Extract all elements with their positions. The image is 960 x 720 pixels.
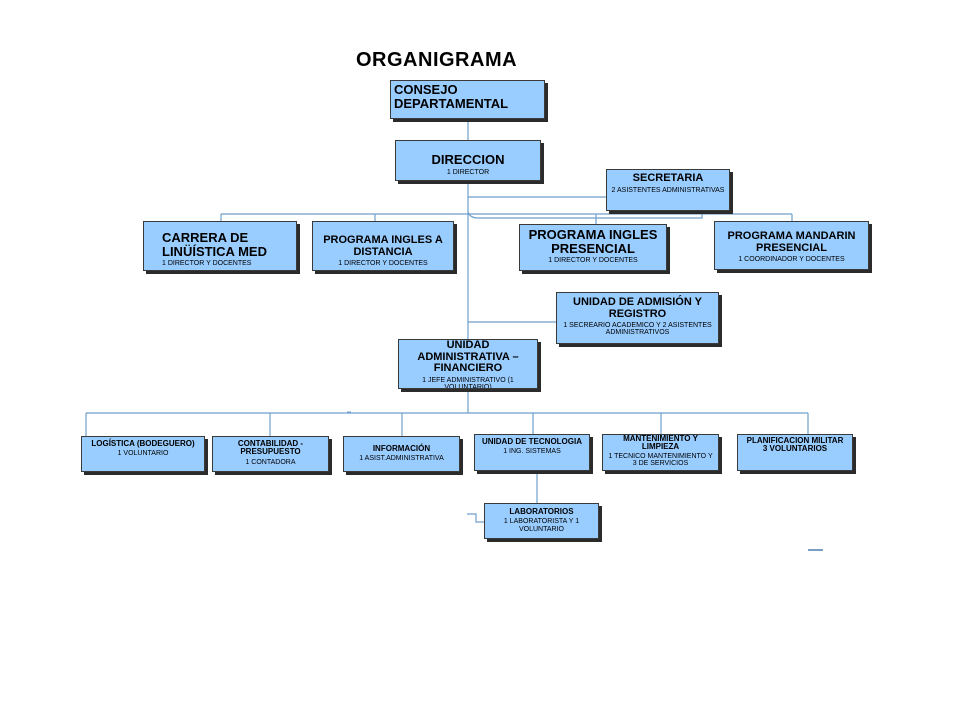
node-secretaria-title: SECRETARIA xyxy=(632,172,704,184)
node-tecnologia-title: UNIDAD DE TECNOLOGIA xyxy=(482,437,582,446)
node-ingles-distancia: PROGRAMA INGLES A DISTANCIA 1 DIRECTOR Y… xyxy=(312,221,454,271)
node-direccion-title: DIRECCION xyxy=(431,152,505,167)
node-tecnologia: UNIDAD DE TECNOLOGIA 1 ING. SISTEMAS xyxy=(474,434,590,471)
node-direccion: DIRECCION 1 DIRECTOR xyxy=(395,140,541,181)
node-ingles-presencial-sub: 1 DIRECTOR Y DOCENTES xyxy=(548,257,638,265)
node-logistica: LOGÍSTICA (BODEGUERO) 1 VOLUNTARIO xyxy=(81,436,205,472)
node-administrativa-title: UNIDAD ADMINISTRATIVA – FINANCIERO xyxy=(417,339,519,375)
node-laboratorios-title: LABORATORIOS xyxy=(509,507,574,516)
node-contabilidad: CONTABILIDAD - PRESUPUESTO 1 CONTADORA xyxy=(212,436,329,472)
node-secretaria: SECRETARIA 2 ASISTENTES ADMINISTRATIVAS xyxy=(606,169,730,211)
node-admision: UNIDAD DE ADMISIÓN Y REGISTRO 1 SECREARI… xyxy=(556,292,719,344)
node-direccion-sub: 1 DIRECTOR xyxy=(446,168,490,176)
line-lab-stub xyxy=(467,513,484,523)
node-contabilidad-title: CONTABILIDAD - PRESUPUESTO xyxy=(237,439,304,457)
node-informacion-title: INFORMACIÓN xyxy=(372,444,431,453)
node-carrera: CARRERA DE LINÜÍSTICA MED 1 DIRECTOR Y D… xyxy=(143,221,297,271)
node-mandarin: PROGRAMA MANDARIN PRESENCIAL 1 COORDINAD… xyxy=(714,221,869,270)
node-logistica-sub: 1 VOLUNTARIO xyxy=(117,450,169,458)
node-planificacion-title: PLANIFICACION MILITAR xyxy=(746,436,844,445)
node-administrativa: UNIDAD ADMINISTRATIVA – FINANCIERO 1 JEF… xyxy=(398,339,538,389)
chart-title: ORGANIGRAMA xyxy=(356,49,518,71)
line-secretaria-down xyxy=(467,211,703,219)
node-mandarin-title: PROGRAMA MANDARIN PRESENCIAL xyxy=(727,230,856,254)
node-mantenimiento-sub: 1 TECNICO MANTENIMIENTO Y 3 DE SERVICIOS xyxy=(608,452,713,468)
node-ingles-distancia-title: PROGRAMA INGLES A DISTANCIA xyxy=(323,234,443,258)
node-informacion: INFORMACIÓN 1 ASIST.ADMINISTRATIVA xyxy=(343,436,460,472)
node-planificacion: PLANIFICACION MILITAR 3 VOLUNTARIOS xyxy=(737,434,853,471)
node-logistica-title: LOGÍSTICA (BODEGUERO) xyxy=(91,439,195,448)
node-ingles-presencial: PROGRAMA INGLES PRESENCIAL 1 DIRECTOR Y … xyxy=(519,224,667,271)
node-contabilidad-sub: 1 CONTADORA xyxy=(245,458,296,466)
node-laboratorios: LABORATORIOS 1 LABORATORISTA Y 1 VOLUNTA… xyxy=(484,503,599,539)
node-informacion-sub: 1 ASIST.ADMINISTRATIVA xyxy=(359,455,444,463)
node-mantenimiento-title: MANTENIMIENTO Y LIMPIEZA xyxy=(623,434,698,452)
node-carrera-title: CARRERA DE LINÜÍSTICA MED xyxy=(162,230,267,259)
node-consejo-title: CONSEJO DEPARTAMENTAL xyxy=(394,82,509,111)
node-consejo: CONSEJO DEPARTAMENTAL xyxy=(390,80,545,119)
node-admision-sub: 1 SECREARIO ACADEMICO Y 2 ASISTENTES ADM… xyxy=(563,322,712,337)
node-carrera-sub: 1 DIRECTOR Y DOCENTES xyxy=(162,260,252,268)
node-mandarin-sub: 1 COORDINADOR Y DOCENTES xyxy=(738,256,845,264)
node-admision-title: UNIDAD DE ADMISIÓN Y REGISTRO xyxy=(573,296,702,320)
node-laboratorios-sub: 1 LABORATORISTA Y 1 VOLUNTARIO xyxy=(503,518,580,533)
node-secretaria-sub: 2 ASISTENTES ADMINISTRATIVAS xyxy=(611,186,725,194)
node-planificacion-sub: 3 VOLUNTARIOS xyxy=(762,444,828,454)
node-tecnologia-sub: 1 ING. SISTEMAS xyxy=(503,448,561,456)
node-mantenimiento: MANTENIMIENTO Y LIMPIEZA 1 TECNICO MANTE… xyxy=(602,434,719,471)
node-administrativa-sub: 1 JEFE ADMINISTRATIVO (1 VOLUNTARIO) xyxy=(422,376,514,389)
node-ingles-distancia-sub: 1 DIRECTOR Y DOCENTES xyxy=(338,260,428,268)
node-ingles-presencial-title: PROGRAMA INGLES PRESENCIAL xyxy=(528,227,658,256)
